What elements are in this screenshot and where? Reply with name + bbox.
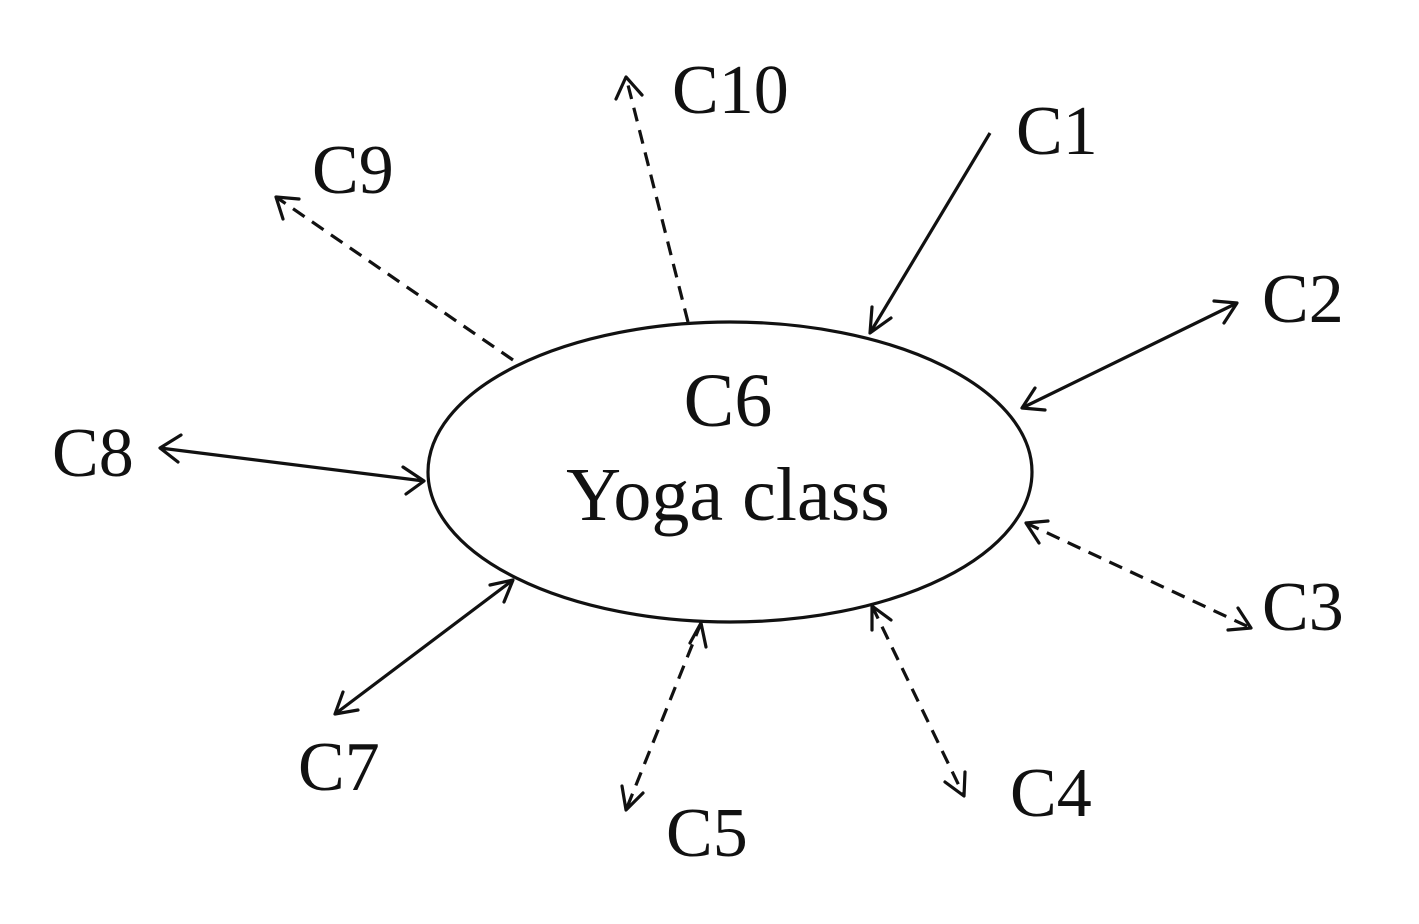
- center-node-name: Yoga class: [566, 453, 890, 537]
- node-label-c9: C9: [312, 132, 394, 209]
- node-label-c10: C10: [672, 52, 789, 129]
- center-node-ellipse: [426, 320, 1034, 624]
- edge-c7-c6: [333, 578, 515, 716]
- edge-c1-c6: [868, 132, 992, 335]
- node-label-c7: C7: [298, 729, 380, 806]
- edge-c8-c6: [158, 433, 426, 496]
- edge-c6-c10: [614, 75, 690, 323]
- edge-c2-c6: [1020, 299, 1239, 412]
- center-node-code: C6: [684, 359, 773, 443]
- node-label-c4: C4: [1010, 755, 1092, 832]
- node-label-c8: C8: [52, 415, 134, 492]
- edge-c5-c6: [620, 621, 708, 812]
- edge-c3-c6: [1024, 519, 1253, 632]
- node-label-c5: C5: [666, 795, 748, 872]
- node-label-c3: C3: [1262, 569, 1344, 646]
- node-label-c2: C2: [1262, 261, 1344, 338]
- edge-c4-c6: [870, 604, 967, 798]
- edge-c6-c9: [274, 195, 514, 362]
- node-label-c1: C1: [1016, 93, 1098, 170]
